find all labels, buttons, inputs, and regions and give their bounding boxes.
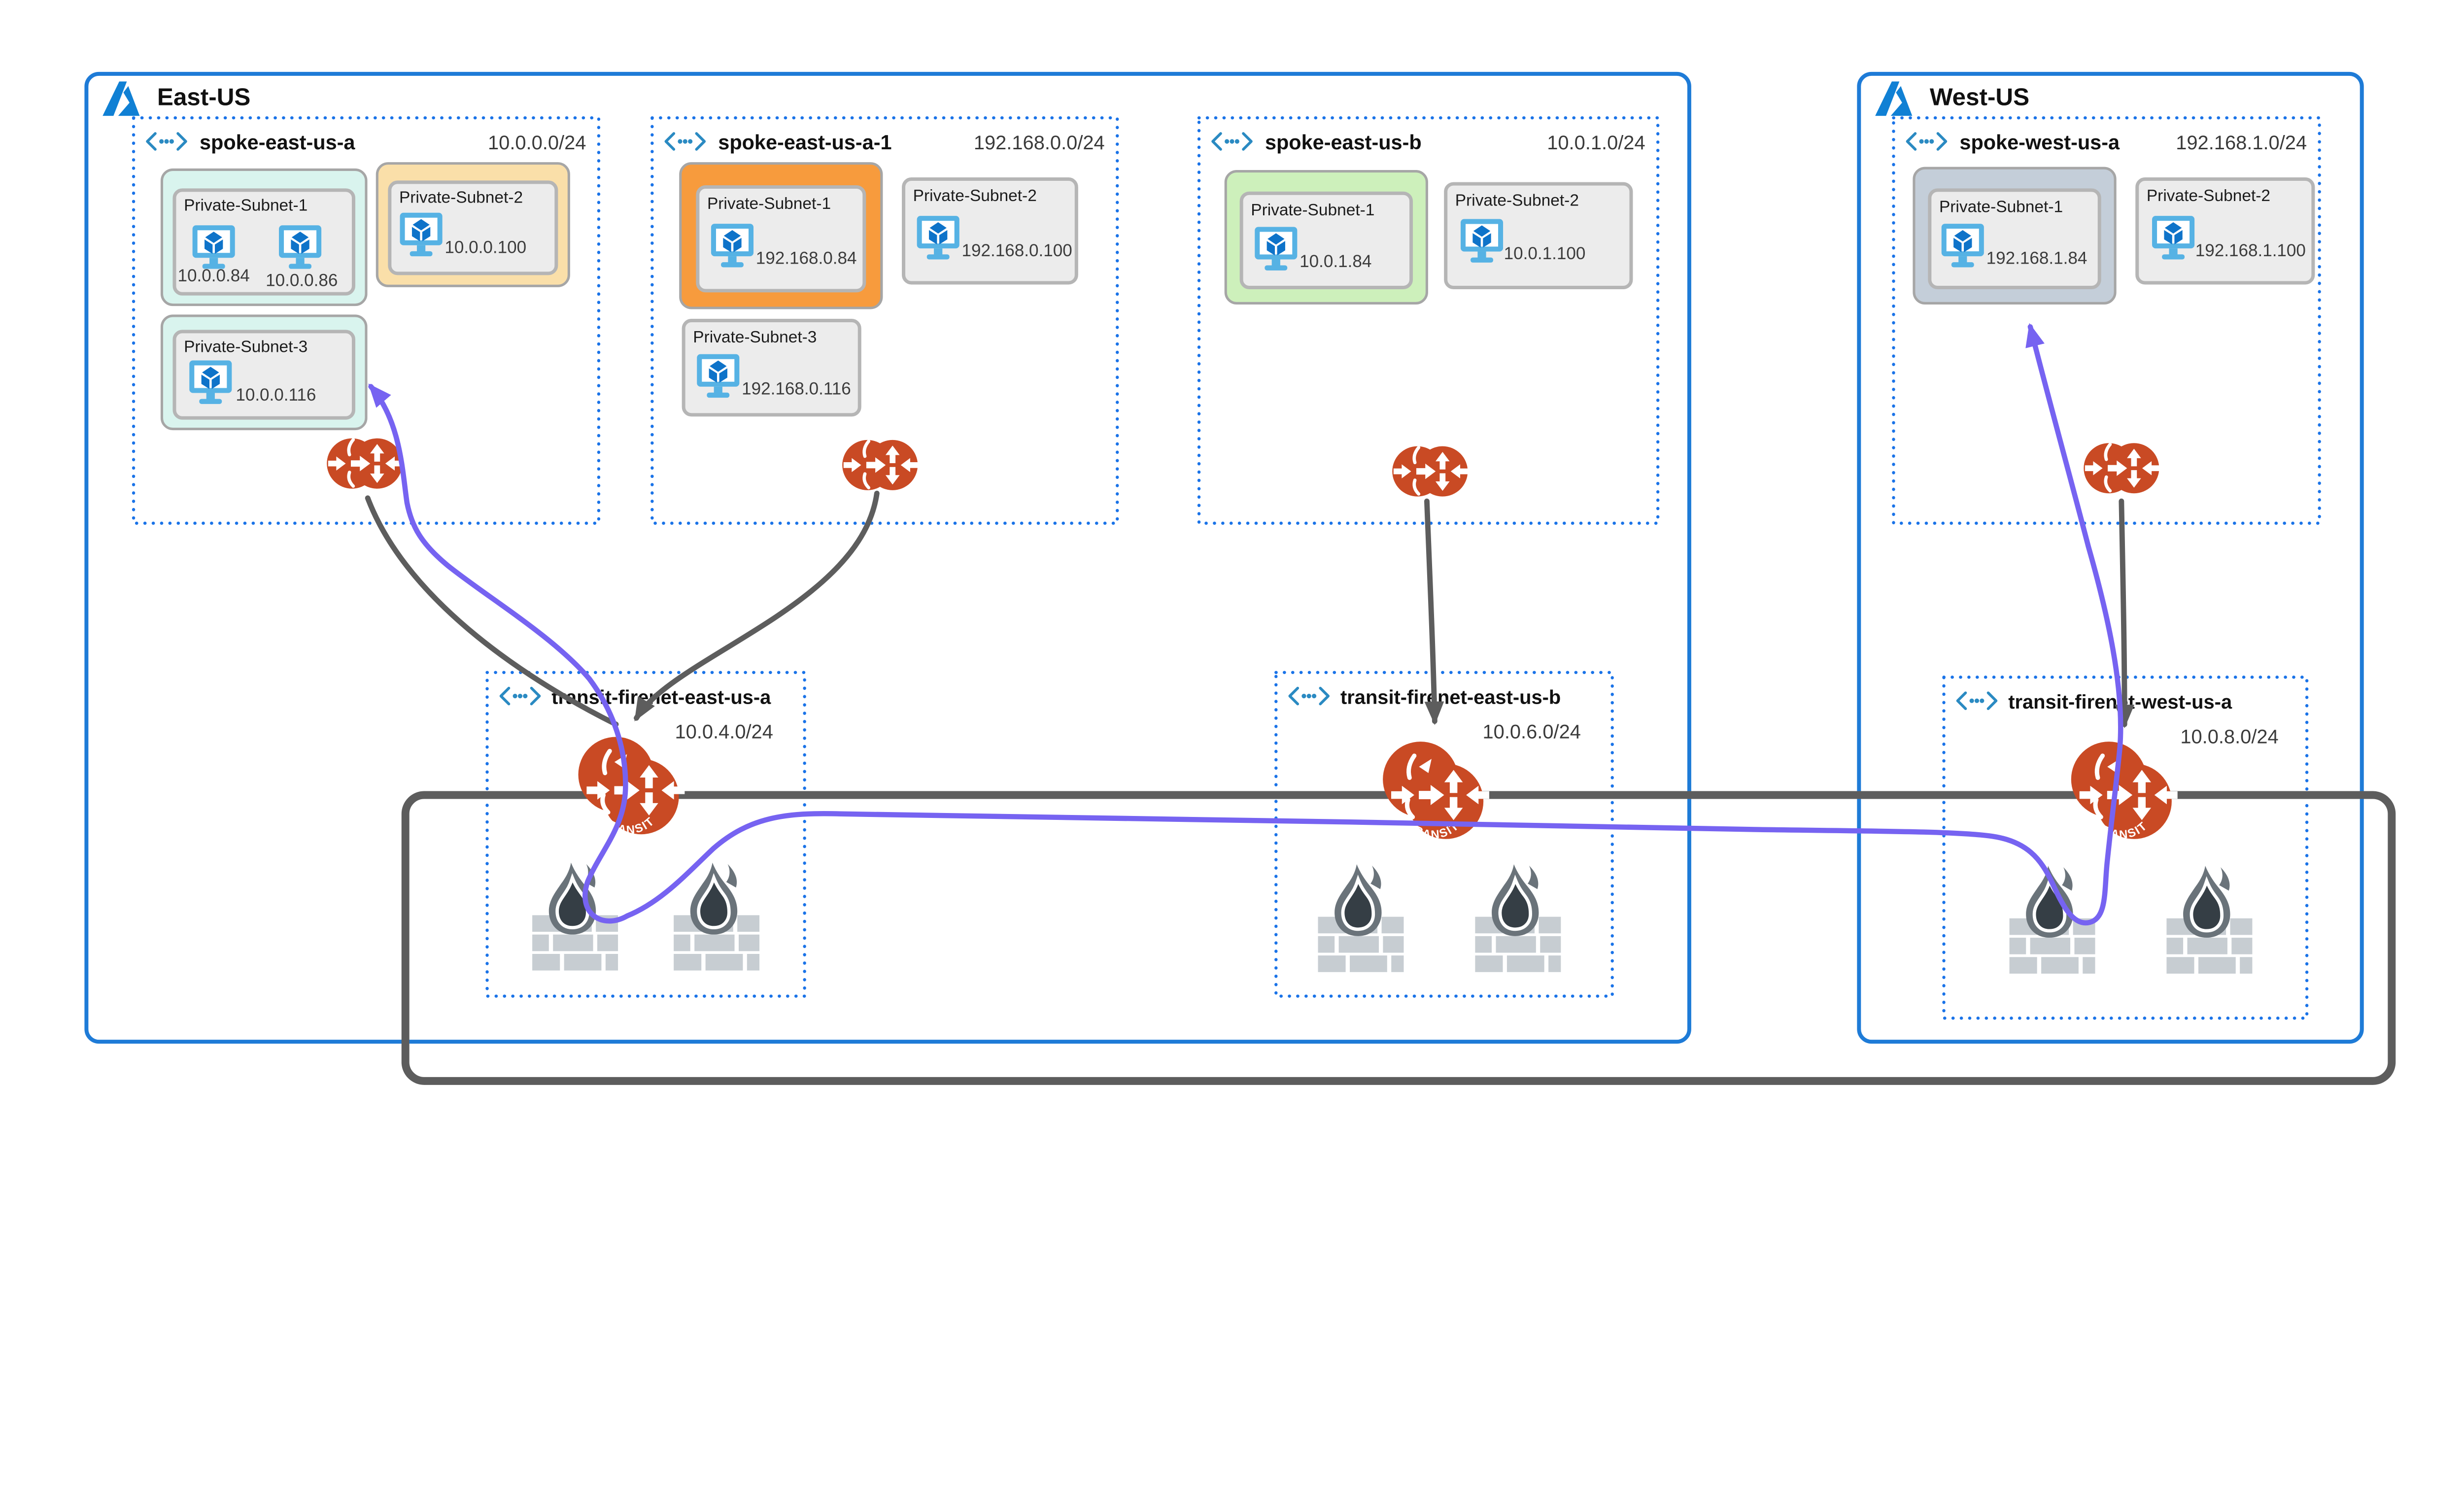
vnet-spoke-west-us-a: spoke-west-us-a 192.168.1.0/24 Private-S… [1892,116,2321,525]
vnet-spoke-east-us-a-1: spoke-east-us-a-1 192.168.0.0/24 Private… [650,116,1119,525]
subnet-label: Private-Subnet-2 [913,187,1037,205]
subnet-card[interactable] [388,180,558,275]
vnet-spoke-east-us-a: spoke-east-us-a 10.0.0.0/24 Private-Subn… [132,116,601,525]
vm-ip: 192.168.1.84 [1986,249,2088,268]
link-spoke-a-to-transit-a[interactable] [365,495,619,727]
vm-ip: 192.168.0.100 [962,241,1072,260]
vnet-title: spoke-east-us-b [1265,131,1422,154]
subnet-label: Private-Subnet-2 [1455,192,1579,210]
vnet-spoke-east-us-b: spoke-east-us-b 10.0.1.0/24 Private-Subn… [1197,116,1660,525]
subnet-label: Private-Subnet-1 [1251,201,1374,219]
vm-ip: 192.168.0.84 [756,249,857,268]
vm-ip: 10.0.0.86 [266,271,338,290]
spoke-gateway-east-us-a-icon[interactable] [327,439,403,489]
vnet-box-transit-firenet-east-us-b[interactable] [1274,671,1614,998]
vnet-cidr: 192.168.0.0/24 [974,132,1105,154]
subnet-label: Private-Subnet-2 [2147,187,2270,205]
subnet-label: Private-Subnet-1 [184,196,308,214]
vm-ip: 10.0.1.84 [1300,252,1371,271]
vnet-box-spoke-east-us-a-1[interactable] [650,116,1119,525]
vnet-title: transit-firenet-east-us-b [1340,687,1561,709]
vnet-box-transit-firenet-west-us-a[interactable] [1942,676,2309,1020]
vnet-title: spoke-west-us-a [1959,131,2120,154]
region-box-east-us[interactable] [84,71,1691,1044]
vnet-title: spoke-east-us-a [200,131,355,154]
spoke-gateway-west-us-a-icon[interactable] [2084,443,2159,493]
subnet-label: Private-Subnet-1 [707,195,831,213]
flow-east-firewall-to-west-subnet1[interactable] [624,323,2123,926]
vnet-box-transit-firenet-east-us-a[interactable] [485,671,806,998]
network-diagram-canvas: East-US West-US spoke-east-us-a 10.0.0.0… [84,71,2396,1085]
region-title-east-us: East-US [157,84,250,111]
vm-ip: 10.0.0.116 [236,385,316,405]
vm-ip: 10.0.0.84 [178,266,250,285]
spoke-gateway-east-us-b-icon[interactable] [1392,446,1468,497]
subnet-label: Private-Subnet-3 [184,338,308,356]
vm-ip: 192.168.0.116 [742,379,851,398]
vnet-cidr: 10.0.8.0/24 [2180,726,2278,747]
subnet-card[interactable] [682,319,861,417]
subnet-label: Private-Subnet-3 [693,328,817,346]
link-spoke-west-to-transit-west[interactable] [2115,498,2135,728]
vnet-cidr: 10.0.0.0/24 [488,132,586,154]
subnet-label: Private-Subnet-2 [399,188,523,206]
vnet-transit-firenet-east-us-a: transit-firenet-east-us-a 10.0.4.0/24 [485,671,806,998]
subnet-label: Private-Subnet-1 [1939,198,2063,216]
region-title-west-us: West-US [1930,84,2029,111]
vnet-cidr: 10.0.6.0/24 [1483,721,1581,743]
spoke-gateway-east-us-a-1-icon[interactable] [842,440,918,490]
vnet-title: spoke-east-us-a-1 [718,131,891,154]
link-spoke-a1-to-transit-a[interactable] [634,490,880,722]
flow-east-firewall-to-subnet3[interactable] [368,383,630,924]
vnet-transit-firenet-east-us-b: transit-firenet-east-us-b 10.0.6.0/24 [1274,671,1614,998]
vm-ip: 10.0.0.100 [445,237,526,257]
vnet-box-spoke-east-us-a[interactable] [132,116,601,525]
link-spoke-b-to-transit-b[interactable] [1424,498,1444,725]
vm-ip: 192.168.1.100 [2195,241,2306,260]
vnet-cidr: 10.0.1.0/24 [1547,132,1645,154]
vnet-cidr: 10.0.4.0/24 [675,721,773,743]
subnet-card[interactable] [1239,191,1413,290]
vm-ip: 10.0.1.100 [1504,244,1586,263]
vnet-cidr: 192.168.1.0/24 [2176,132,2307,154]
subnet-card[interactable] [172,330,355,420]
region-box-west-us[interactable] [1857,71,2364,1044]
